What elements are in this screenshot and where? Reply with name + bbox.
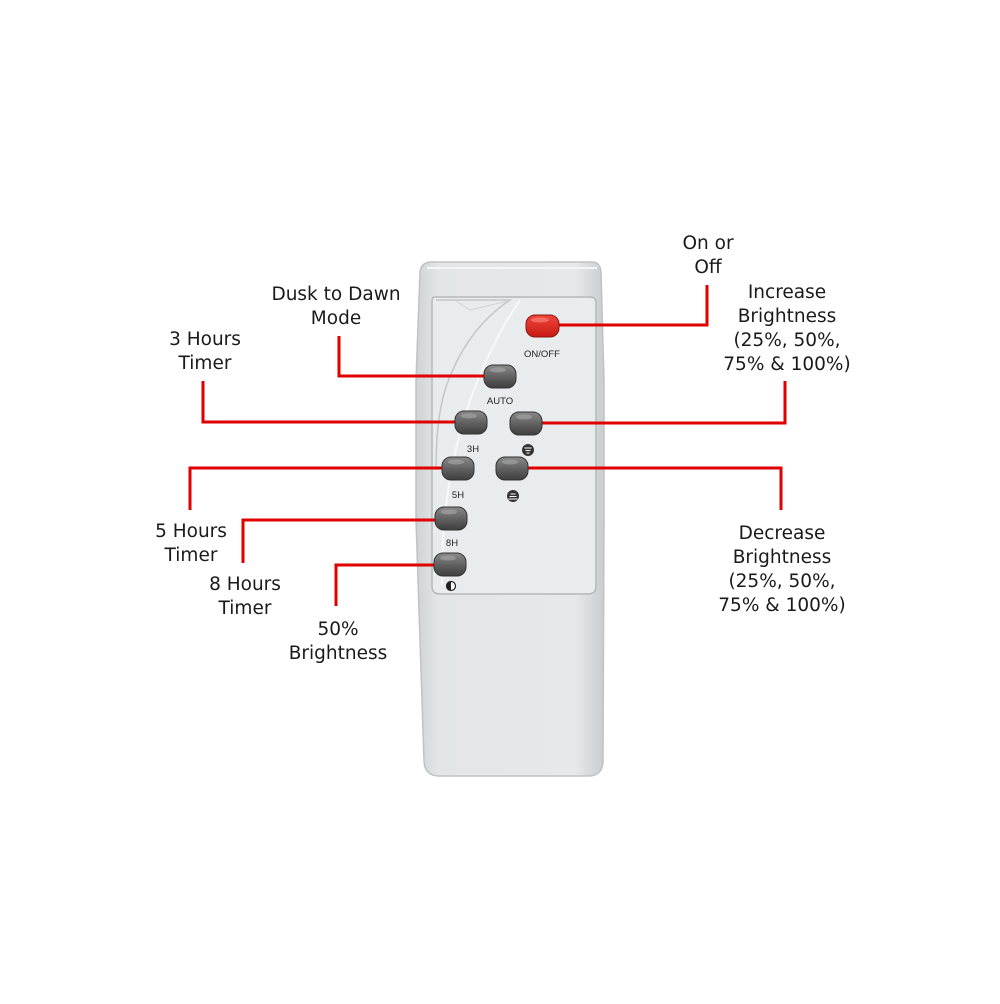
callout-8h-timer: 8 Hours Timer — [209, 574, 281, 619]
callout-5h-timer: 5 Hours Timer — [155, 521, 227, 566]
brightness-increase-icon — [522, 444, 534, 456]
timer-8h-button[interactable] — [434, 506, 468, 531]
auto-button[interactable] — [483, 364, 517, 389]
callout-3h-timer: 3 Hours Timer — [169, 329, 241, 374]
brightness-decrease-button[interactable] — [495, 456, 529, 481]
leader-on-off — [545, 285, 709, 327]
timer-5h-button[interactable] — [441, 456, 475, 481]
leader-5h — [188, 466, 456, 510]
leader-half-brightness — [334, 563, 450, 606]
callout-half-brightness: 50% Brightness — [288, 619, 388, 664]
half-brightness-icon — [445, 580, 457, 592]
leader-increase — [525, 381, 787, 425]
leader-auto — [337, 336, 498, 378]
leader-3h — [201, 381, 465, 424]
leader-decrease — [511, 466, 783, 510]
timer-5h-label: 5H — [452, 490, 464, 501]
callout-dusk-to-dawn: Dusk to Dawn Mode — [271, 284, 401, 329]
leader-lines — [188, 285, 787, 606]
callout-decrease-brightness: Decrease Brightness (25%, 50%, 75% & 100… — [718, 523, 846, 616]
remote-panel — [431, 296, 597, 595]
auto-button-label: AUTO — [487, 396, 513, 407]
callout-on-off: On or Off — [682, 233, 734, 278]
power-button-label: ON/OFF — [524, 349, 560, 360]
half-brightness-button[interactable] — [433, 552, 467, 577]
power-button[interactable] — [525, 314, 560, 338]
brightness-decrease-icon — [507, 490, 519, 502]
timer-3h-button[interactable] — [454, 410, 488, 435]
timer-3h-label: 3H — [467, 444, 479, 455]
timer-8h-label: 8H — [446, 538, 458, 549]
callout-increase-brightness: Increase Brightness (25%, 50%, 75% & 100… — [723, 282, 851, 375]
brightness-increase-button[interactable] — [509, 411, 543, 436]
leader-8h — [241, 518, 451, 563]
